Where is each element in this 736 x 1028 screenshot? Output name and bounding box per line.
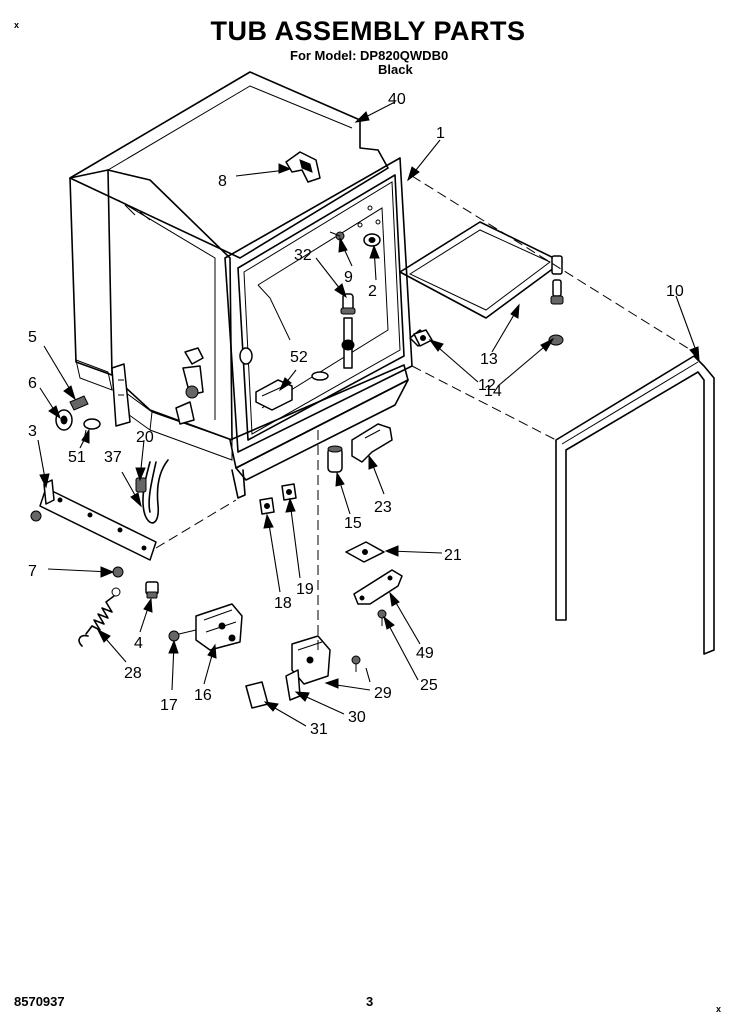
callout-21: 21 (444, 547, 462, 564)
leader-lines (37, 101, 700, 727)
callout-2: 2 (368, 283, 377, 300)
guide-line-left (155, 499, 237, 549)
part-32-fill-nozzle (340, 293, 356, 369)
part-19-fitting (281, 483, 297, 501)
callout-7: 7 (28, 563, 37, 580)
part-16-hinge (195, 603, 243, 651)
callout-18: 18 (274, 595, 292, 612)
callout-37: 37 (104, 449, 122, 466)
part-9-screw (329, 231, 345, 241)
part-21-gasket (345, 541, 385, 563)
part-25-screws (351, 609, 387, 672)
callout-52: 52 (290, 349, 308, 366)
callout-25: 25 (420, 677, 438, 694)
part-7-screws (30, 510, 124, 578)
part-13-drain-hose-bracket (399, 221, 564, 346)
callout-1: 1 (436, 125, 445, 142)
callout-15: 15 (344, 515, 362, 532)
model-color: Black (378, 62, 413, 77)
callout-13: 13 (480, 351, 498, 368)
part-28-spring (78, 587, 121, 647)
corner-mark-bottom-right: x (716, 1004, 722, 1014)
part-12-clip (413, 329, 433, 347)
callout-28: 28 (124, 665, 142, 682)
part-5-screw (69, 395, 89, 411)
page-title: TUB ASSEMBLY PARTS (210, 16, 526, 46)
callout-12: 12 (478, 377, 496, 394)
guide-line-top (411, 175, 695, 353)
document-number: 8570937 (14, 994, 65, 1009)
part-8-clip (285, 151, 321, 183)
part-3-mounting-bracket (39, 479, 157, 561)
corner-mark-top-left: x (14, 20, 20, 30)
callout-31: 31 (310, 721, 328, 738)
callout-10: 10 (666, 283, 684, 300)
part-29-latch-housing (291, 635, 331, 685)
tub-body (69, 71, 413, 499)
side-bracket (111, 363, 131, 427)
callout-5: 5 (28, 329, 37, 346)
page-number: 3 (366, 994, 374, 1009)
callout-8: 8 (218, 173, 227, 190)
part-15-spacer (327, 445, 343, 473)
part-49-latch (353, 569, 403, 605)
callout-29: 29 (374, 685, 392, 702)
callout-19: 19 (296, 581, 314, 598)
callout-17: 17 (160, 697, 178, 714)
callout-30: 30 (348, 709, 366, 726)
part-17-screw (168, 629, 197, 642)
callout-16: 16 (194, 687, 212, 704)
callout-23: 23 (374, 499, 392, 516)
callout-40: 40 (388, 91, 406, 108)
callout-6: 6 (28, 375, 37, 392)
callout-32: 32 (294, 247, 312, 264)
callout-14-visible: 14 (484, 383, 502, 400)
callout-20: 20 (136, 429, 154, 446)
guide-line-bottom (411, 365, 557, 441)
model-number: For Model: DP820QWDB0 (290, 48, 449, 63)
callout-3: 3 (28, 423, 37, 440)
part-31-pad (245, 681, 269, 709)
part-4-nut (145, 581, 159, 599)
part-37-heater-hose (142, 459, 169, 524)
part-30-lever (285, 669, 301, 701)
part-18-fitting (259, 497, 275, 515)
part-2-grommet (363, 233, 381, 247)
part-10-u-channel (555, 355, 715, 655)
part-20-clamp (135, 477, 147, 493)
callout-51: 51 (68, 449, 86, 466)
callout-49: 49 (416, 645, 434, 662)
callout-4: 4 (134, 635, 143, 652)
callout-numbers: 40 1 8 9 2 32 10 13 12 14 14 5 6 3 51 52… (28, 91, 684, 738)
part-6-washer (55, 409, 73, 431)
part-23-bracket (351, 423, 393, 463)
callout-9: 9 (344, 269, 353, 286)
